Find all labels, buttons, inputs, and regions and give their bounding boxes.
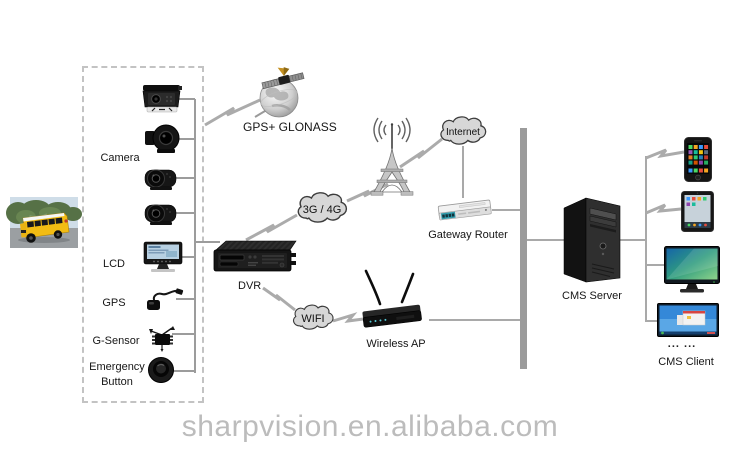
dome-camera-icon [145,124,180,153]
bolt-phone [645,148,685,160]
mobile-dvr-icon [213,240,297,272]
widescreen-display-icon [657,303,719,337]
emergency-button-label-line2: Button [101,376,133,388]
bolt-satellite [204,98,261,127]
device-bus-line [194,99,196,373]
cloud-internet: Internet [437,115,489,148]
cloud-wifi: WIFI [290,302,336,334]
cell-tower-icon [370,117,414,196]
lcd-label: LCD [102,258,125,270]
emergency-button-label-line1: Emergency [89,361,145,373]
wireless-ap-label: Wireless AP [366,338,426,350]
tablet-icon [681,191,714,232]
connector-gsensor [172,333,195,335]
g-sensor-label: G-Sensor [92,335,140,347]
bolt-wifi-ap [332,312,372,323]
connector-router-backbone [492,209,520,211]
connector-ap-backbone [429,319,520,321]
connector-lcd [176,256,195,258]
vehicle-devices-group-box [82,66,204,403]
smartphone-icon [684,137,712,182]
cloud-wifi-label: WIFI [301,313,325,325]
emergency-button-label: Emergency Button [84,360,150,390]
server-tower-icon [563,197,621,283]
connector-internet-router [462,146,464,198]
cms-client-label: CMS Client [658,356,714,368]
emergency-button-icon [148,357,174,383]
watermark-text: sharpvision.en.alibaba.com [181,410,559,443]
bolt-tower-internet [399,137,443,169]
connector-monitor [646,264,666,266]
connector-camera3 [176,177,195,179]
wireless-ap-icon [362,269,422,328]
school-bus-photo [6,197,82,248]
g-sensor-chip-icon [149,326,175,352]
client-tree-line [645,156,647,322]
desktop-monitor-icon [664,246,720,293]
lcd-monitor-icon [143,241,183,272]
satellite-globe-icon [254,67,305,118]
dvr-label: DVR [238,280,262,292]
gateway-router-label: Gateway Router [428,229,508,241]
connector-widescreen [646,320,660,322]
network-backbone-bar [520,128,527,369]
connector-camera2 [176,138,195,140]
side-camera-icon [144,169,177,190]
more-clients-ellipsis: ... ... [667,338,697,350]
gps-antenna-icon [147,288,184,310]
connector-bus-to-dvr [194,241,220,243]
cloud-3g4g-label: 3G / 4G [302,203,342,216]
rearview-camera-icon [142,85,182,113]
connector-camera1 [176,98,195,100]
bolt-tablet [645,203,682,215]
gps-label: GPS [102,297,126,309]
connector-emergency [172,370,195,372]
side-camera-icon [144,204,177,225]
cloud-3g4g: 3G / 4G [293,191,351,226]
connector-gps [176,298,195,300]
cms-server-label: CMS Server [562,290,622,302]
camera-label: Camera [100,152,140,164]
gateway-router-icon [437,199,492,221]
bolt-dvr-wifi [262,286,296,312]
connector-camera4 [176,212,195,214]
bolt-dvr-3g4g [245,213,298,242]
cloud-internet-label: Internet [446,127,480,138]
gps-glonass-label: GPS+ GLONASS [243,120,337,134]
